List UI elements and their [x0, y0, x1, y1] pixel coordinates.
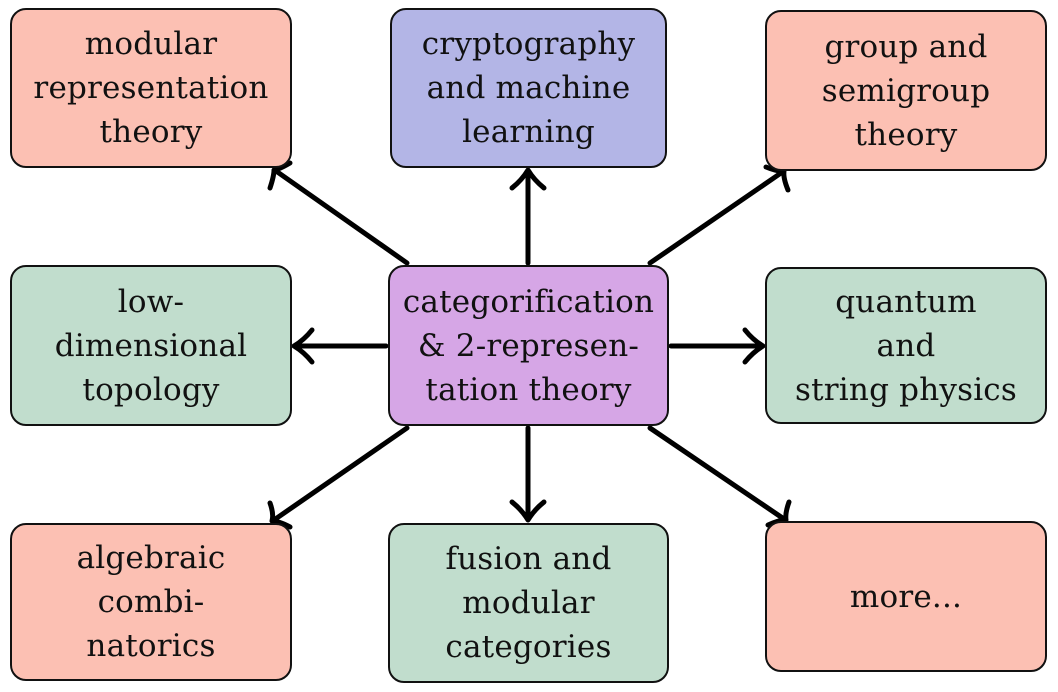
arrow-to-group-semigroup-theory: [647, 164, 791, 266]
node-label: more...: [849, 578, 963, 615]
node-label: low- dimensional topology: [54, 283, 248, 408]
node-algebraic-combinatorics: algebraic combi- natorics: [10, 523, 292, 681]
arrow-to-quantum-string-physics: [668, 327, 766, 365]
node-label: modular representation theory: [33, 26, 269, 150]
arrow-to-fusion-modular-categories: [509, 425, 547, 523]
arrow-to-low-dimensional-topology: [291, 327, 389, 365]
node-group-semigroup-theory: group and semigroup theory: [765, 10, 1047, 171]
node-categorification-center: categorification & 2-represen- tation th…: [388, 265, 669, 426]
arrow-to-algebraic-combinatorics: [267, 425, 410, 530]
node-more: more...: [765, 521, 1047, 672]
node-modular-representation-theory: modular representation theory: [10, 8, 292, 168]
node-fusion-modular-categories: fusion and modular categories: [388, 523, 669, 683]
node-low-dimensional-topology: low- dimensional topology: [10, 265, 292, 426]
node-label: cryptography and machine learning: [421, 26, 636, 150]
arrow-to-cryptography: [509, 167, 547, 266]
node-label: categorification & 2-represen- tation th…: [402, 283, 655, 408]
arrow-to-more: [647, 425, 792, 528]
arrow-to-modular-representation-theory: [267, 160, 410, 266]
node-label: group and semigroup theory: [821, 28, 991, 153]
node-label: quantum and string physics: [795, 283, 1017, 408]
node-quantum-string-physics: quantum and string physics: [765, 267, 1047, 424]
node-label: fusion and modular categories: [445, 541, 612, 665]
node-label: algebraic combi- natorics: [76, 540, 226, 664]
node-cryptography-machine-learning: cryptography and machine learning: [390, 8, 667, 168]
